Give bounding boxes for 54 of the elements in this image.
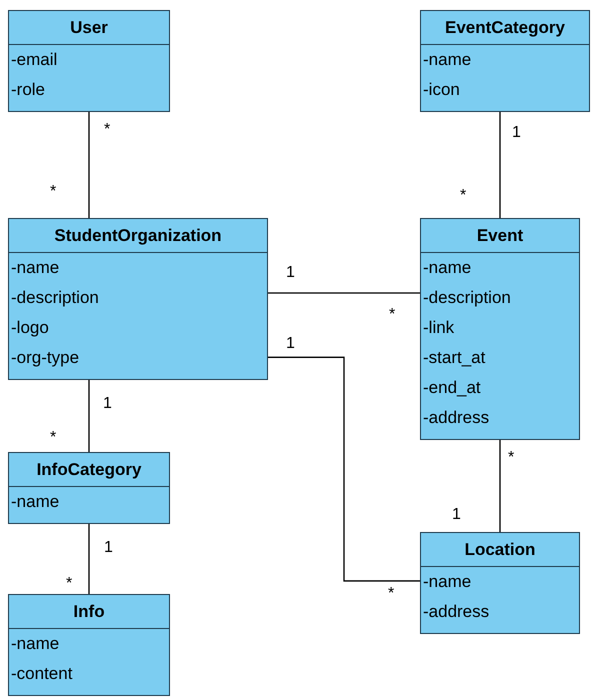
class-name: InfoCategory xyxy=(9,453,169,487)
multiplicity-label: 1 xyxy=(286,336,295,352)
class-name: EventCategory xyxy=(421,11,589,45)
class-box xyxy=(8,218,268,380)
multiplicity-label: 1 xyxy=(452,507,461,523)
attribute-text: -name xyxy=(10,257,60,279)
multiplicity-label: 1 xyxy=(286,265,295,281)
attribute-text: -name xyxy=(422,49,472,71)
attribute-text: -name xyxy=(422,571,472,593)
multiplicity-label: * xyxy=(50,430,56,446)
class-name: Event xyxy=(421,219,579,253)
attribute-text: -logo xyxy=(10,317,50,339)
attribute-text: -org-type xyxy=(10,347,80,369)
multiplicity-label: * xyxy=(508,450,514,466)
association-line xyxy=(88,112,90,218)
multiplicity-label: * xyxy=(66,576,72,592)
attribute-text: -start_at xyxy=(422,347,486,369)
class-box xyxy=(420,10,590,112)
attribute-text: -icon xyxy=(422,79,461,101)
association-line xyxy=(88,380,90,452)
multiplicity-label: * xyxy=(104,122,110,138)
attribute-text: -name xyxy=(10,491,60,513)
association-line xyxy=(499,440,501,532)
attribute-text: -link xyxy=(422,317,456,339)
attribute-text: -description xyxy=(422,287,512,309)
association-line xyxy=(88,524,90,594)
multiplicity-label: 1 xyxy=(104,540,113,556)
association-line xyxy=(268,356,420,582)
multiplicity-label: * xyxy=(388,586,394,602)
attribute-text: -name xyxy=(10,633,60,655)
attribute-text: -address xyxy=(422,407,490,429)
attribute-text: -address xyxy=(422,601,490,623)
class-box xyxy=(8,10,170,112)
association-line xyxy=(268,292,420,294)
class-name: Location xyxy=(421,533,579,567)
class-box xyxy=(8,452,170,524)
class-name: User xyxy=(9,11,169,45)
multiplicity-label: * xyxy=(389,307,396,323)
class-box xyxy=(8,594,170,696)
class-box xyxy=(420,532,580,634)
multiplicity-label: * xyxy=(50,184,56,200)
attribute-text: -email xyxy=(10,49,58,71)
attribute-text: -role xyxy=(10,79,46,101)
attribute-text: -content xyxy=(10,663,74,685)
attribute-text: -name xyxy=(422,257,472,279)
class-name: Info xyxy=(9,595,169,629)
multiplicity-label: * xyxy=(460,188,466,204)
multiplicity-label: 1 xyxy=(512,125,521,141)
attribute-text: -description xyxy=(10,287,100,309)
class-name: StudentOrganization xyxy=(9,219,267,253)
attribute-text: -end_at xyxy=(422,377,482,399)
multiplicity-label: 1 xyxy=(103,396,112,412)
association-line xyxy=(499,112,501,218)
class-box xyxy=(420,218,580,440)
